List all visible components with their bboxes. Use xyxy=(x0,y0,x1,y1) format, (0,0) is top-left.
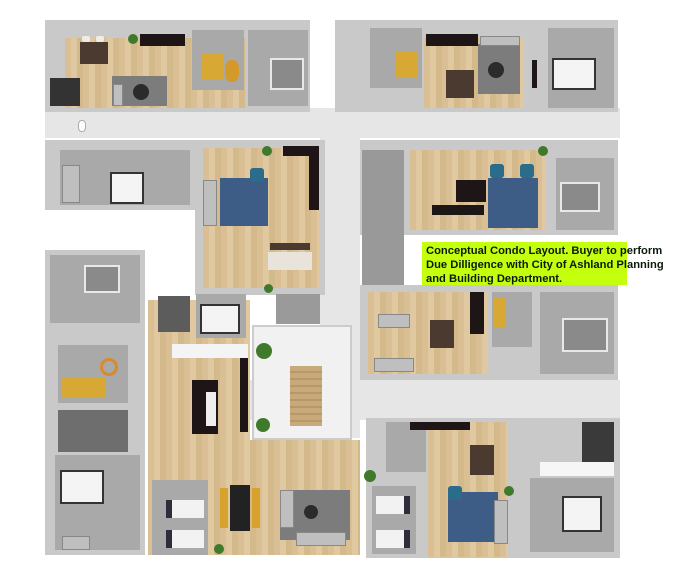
armchair xyxy=(62,536,90,550)
armchair-teal xyxy=(520,164,534,178)
note-line-3: and Building Department. xyxy=(426,273,563,285)
sofa xyxy=(494,500,508,544)
bed xyxy=(562,496,602,532)
sofa xyxy=(378,314,410,328)
living-rug-blue xyxy=(220,178,268,226)
note-line-2: Due Dilligence with City of Ashland Plan… xyxy=(426,259,664,271)
bathroom-br xyxy=(582,422,614,464)
bathrooms-stack xyxy=(362,150,404,285)
plant xyxy=(128,34,138,44)
sofa xyxy=(480,36,520,46)
kitchen-counter xyxy=(426,34,478,46)
plant xyxy=(256,343,272,359)
plant xyxy=(214,544,224,554)
dining-table xyxy=(268,252,312,270)
kitchen-counter-side xyxy=(309,150,319,210)
dining-table xyxy=(446,70,474,98)
plant xyxy=(538,146,548,156)
kitchen-counter-l xyxy=(432,205,484,215)
bathroom-small xyxy=(50,78,80,106)
kitchen-counter-side xyxy=(240,358,248,432)
bed xyxy=(562,318,608,352)
round-rug-orange xyxy=(225,60,239,82)
sofa xyxy=(203,180,217,226)
bed-yellow xyxy=(396,52,418,78)
counter-white xyxy=(172,344,248,358)
round-table xyxy=(488,62,504,78)
tv xyxy=(532,60,537,88)
round-table xyxy=(133,84,149,100)
round-rug-orange xyxy=(100,358,118,376)
plant xyxy=(504,486,514,496)
staircase xyxy=(290,366,322,426)
plant xyxy=(256,418,270,432)
armchair-teal xyxy=(448,486,462,500)
dining-table xyxy=(430,320,454,348)
plant xyxy=(264,284,273,293)
room-kitchen-utility xyxy=(386,422,426,472)
bed xyxy=(270,58,304,90)
bed-twin-2 xyxy=(376,530,410,548)
note-line-1: Conceptual Condo Layout. Buyer to perfor… xyxy=(426,245,663,257)
dining-chairs xyxy=(270,243,310,250)
toilet xyxy=(78,120,86,132)
kitchen-island xyxy=(456,180,486,202)
round-table xyxy=(304,505,318,519)
armchair xyxy=(62,165,80,203)
bathroom xyxy=(158,296,190,332)
sofa xyxy=(113,84,123,106)
dining-table xyxy=(80,42,108,64)
disclaimer-note: Conceptual Condo Layout. Buyer to perfor… xyxy=(422,242,664,285)
bathroom-pair xyxy=(58,410,128,452)
bed-twin-2 xyxy=(166,530,204,548)
armchair-teal xyxy=(250,168,264,182)
dining-chair xyxy=(82,36,90,42)
bathroom-right xyxy=(276,294,320,324)
dining-chair xyxy=(96,36,104,42)
bed xyxy=(552,58,596,90)
bed-twin-1 xyxy=(376,496,410,514)
bed xyxy=(60,470,104,504)
cooktop xyxy=(206,392,216,426)
bed-twin-1 xyxy=(166,500,204,518)
dining-table-8 xyxy=(230,485,250,531)
bed xyxy=(560,182,600,212)
plant xyxy=(364,470,376,482)
sofa xyxy=(280,490,294,528)
vanity-white xyxy=(540,462,614,476)
armchair-teal xyxy=(490,164,504,178)
bed xyxy=(110,172,144,204)
kitchen-counter-l xyxy=(283,146,319,156)
living-rug-blue xyxy=(448,492,498,542)
plant xyxy=(262,146,272,156)
bed-yellow xyxy=(202,54,224,80)
dining-table xyxy=(470,445,494,475)
bed xyxy=(84,265,120,293)
bed xyxy=(200,304,240,334)
living-rug-blue xyxy=(488,178,538,228)
sofa xyxy=(296,532,346,546)
bed-yellow xyxy=(494,298,506,328)
sofa xyxy=(374,358,414,372)
kitchen-counter xyxy=(140,34,185,46)
kitchen-counter xyxy=(410,422,470,430)
kitchen-counter xyxy=(470,292,484,334)
bed-yellow xyxy=(62,378,106,398)
dining-chairs-yellow xyxy=(220,488,260,528)
